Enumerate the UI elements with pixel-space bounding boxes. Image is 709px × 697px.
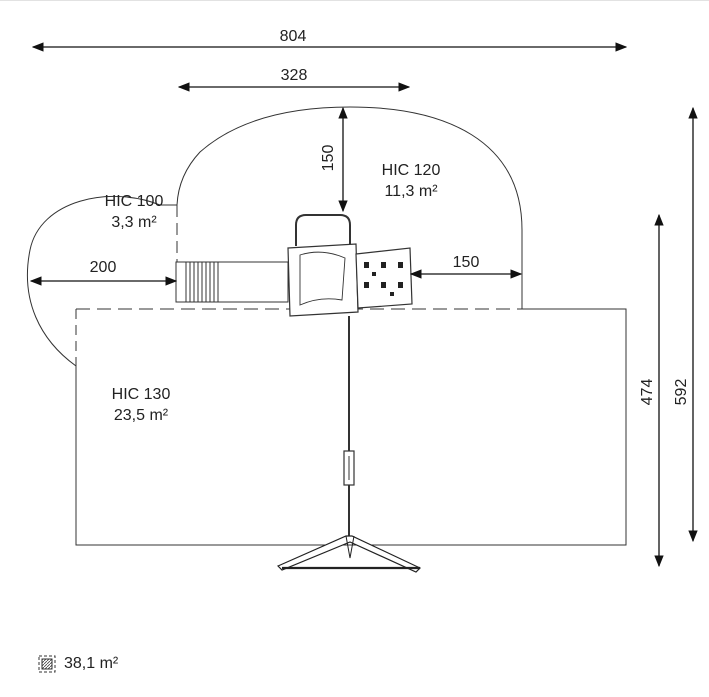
slide-chute: [217, 261, 289, 303]
dim-top-height-label: 150: [320, 145, 337, 172]
zone-hic100-area: 3,3 m²: [111, 214, 157, 231]
zone-hic120-name: HIC 120: [382, 162, 441, 179]
zone-hic130-area: 23,5 m²: [114, 407, 169, 424]
dim-total-width-label: 804: [280, 28, 307, 45]
zone-hic130-outline: [75, 308, 627, 546]
dim-left-width-label: 200: [90, 259, 117, 276]
top-border: [0, 0, 709, 1]
safety-zone-outline: [26, 106, 627, 546]
tripod-base: [276, 535, 422, 573]
zone-hic130-name: HIC 130: [112, 386, 171, 403]
slide-ladder-rungs: [185, 262, 215, 302]
slide-equipment: [175, 261, 289, 303]
hatched-area-icon: [38, 655, 56, 673]
tower-equipment: [276, 214, 422, 573]
dim-right-width-label: 150: [453, 254, 480, 271]
dim-inner-height-label: 474: [639, 379, 656, 406]
zone-hic120-area: 11,3 m²: [384, 183, 438, 200]
total-area-label: 38,1 m²: [64, 655, 119, 672]
dimension-lines: [29, 42, 698, 568]
tower-panel-detail: [299, 251, 346, 306]
zone-hic120-outline: [176, 106, 523, 309]
zone-hic100-outline: [26, 195, 177, 367]
climbing-wall: [355, 247, 413, 309]
tower-roof-frame: [295, 214, 351, 246]
dim-top-width-label: 328: [281, 67, 308, 84]
zone-hic100-name: HIC 100: [105, 193, 164, 210]
dim-total-height-label: 592: [673, 379, 690, 406]
tower-platform: [287, 243, 359, 317]
slide-body: [175, 261, 289, 303]
climbing-holds: [364, 262, 403, 296]
legend: 38,1 m²: [38, 655, 118, 673]
